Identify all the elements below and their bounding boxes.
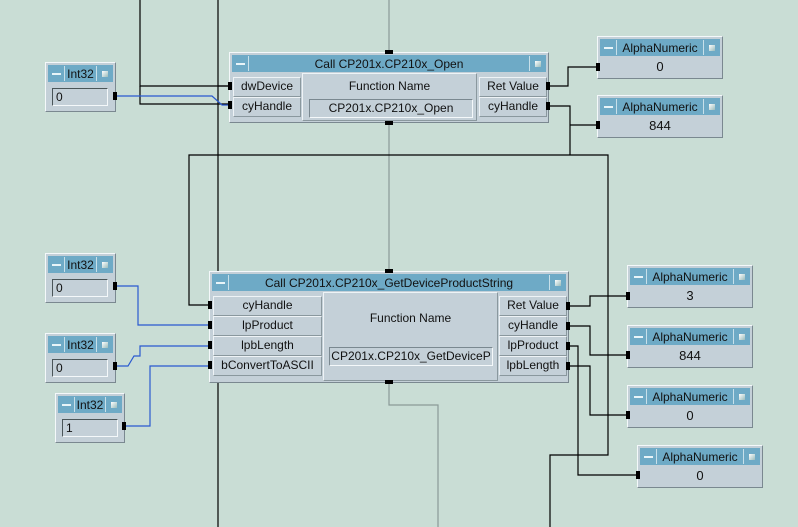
data-terminal[interactable] <box>113 362 117 370</box>
maximize-icon[interactable] <box>733 329 750 344</box>
data-terminal[interactable] <box>566 302 570 310</box>
alphanumeric-display-2[interactable]: AlphaNumeric 844 <box>597 95 723 138</box>
minimize-icon[interactable] <box>640 449 657 464</box>
maximize-icon[interactable] <box>529 56 546 71</box>
maximize-icon[interactable] <box>549 275 566 290</box>
data-terminal[interactable] <box>546 102 550 110</box>
function-name-panel: Function Name CP201x.CP210x_GetDeviceP <box>323 292 498 381</box>
data-terminal[interactable] <box>596 121 600 129</box>
maximize-icon[interactable] <box>96 337 113 352</box>
data-terminal[interactable] <box>208 361 212 369</box>
data-terminal[interactable] <box>208 301 212 309</box>
output-pin-cyhandle[interactable]: cyHandle <box>479 97 547 117</box>
function-name-field[interactable]: CP201x.CP210x_Open <box>309 99 473 118</box>
maximize-icon[interactable] <box>733 269 750 284</box>
output-pin-lpproduct[interactable]: lpProduct <box>499 336 567 356</box>
function-name-label: Function Name <box>348 79 431 93</box>
minimize-icon[interactable] <box>48 337 65 352</box>
data-terminal[interactable] <box>566 322 570 330</box>
data-terminal[interactable] <box>566 362 570 370</box>
minimize-icon[interactable] <box>600 99 617 114</box>
data-terminal[interactable] <box>113 92 117 100</box>
sequence-pin[interactable] <box>385 269 393 273</box>
int32-value-field[interactable]: 0 <box>52 359 108 377</box>
int32-value-field[interactable]: 1 <box>62 419 118 437</box>
data-terminal[interactable] <box>113 282 117 290</box>
minimize-icon[interactable] <box>58 397 75 412</box>
minimize-icon[interactable] <box>212 275 229 290</box>
display-value: 3 <box>686 288 694 303</box>
display-value: 844 <box>649 118 671 133</box>
display-value: 0 <box>696 468 704 483</box>
data-terminal[interactable] <box>208 321 212 329</box>
data-terminal[interactable] <box>228 82 232 90</box>
minimize-icon[interactable] <box>48 66 65 81</box>
data-terminal[interactable] <box>546 82 550 90</box>
minimize-icon[interactable] <box>600 40 617 55</box>
data-terminal[interactable] <box>228 101 232 109</box>
minimize-icon[interactable] <box>630 389 647 404</box>
alphanumeric-display-1[interactable]: AlphaNumeric 0 <box>597 36 723 79</box>
output-pin-ret-value[interactable]: Ret Value <box>499 296 567 316</box>
minimize-icon[interactable] <box>48 257 65 272</box>
alphanumeric-display-6[interactable]: AlphaNumeric 0 <box>637 445 763 488</box>
data-terminal[interactable] <box>626 411 630 419</box>
input-pin-bconverttoascii[interactable]: bConvertToASCII <box>213 356 322 376</box>
sequence-pin[interactable] <box>385 121 393 125</box>
minimize-icon[interactable] <box>630 329 647 344</box>
maximize-icon[interactable] <box>105 397 122 412</box>
function-name-label: Function Name <box>369 311 452 325</box>
data-terminal[interactable] <box>626 351 630 359</box>
sequence-pin[interactable] <box>385 380 393 384</box>
maximize-icon[interactable] <box>743 449 760 464</box>
int32-input-2[interactable]: Int32 0 <box>45 253 116 303</box>
call-get-product-string-object[interactable]: Call CP201x.CP210x_GetDeviceProductStrin… <box>209 271 569 383</box>
output-pin-lpblength[interactable]: lpbLength <box>499 356 567 376</box>
output-pin-cyhandle[interactable]: cyHandle <box>499 316 567 336</box>
data-terminal[interactable] <box>566 342 570 350</box>
maximize-icon[interactable] <box>96 257 113 272</box>
display-value: 844 <box>679 348 701 363</box>
sequence-pin[interactable] <box>385 50 393 54</box>
int32-value-field[interactable]: 0 <box>52 279 108 297</box>
minimize-icon[interactable] <box>232 56 249 71</box>
function-name-field[interactable]: CP201x.CP210x_GetDeviceP <box>329 347 493 366</box>
alphanumeric-display-4[interactable]: AlphaNumeric 844 <box>627 325 753 368</box>
maximize-icon[interactable] <box>703 99 720 114</box>
input-pin-lpblength[interactable]: lpbLength <box>213 336 322 356</box>
minimize-icon[interactable] <box>630 269 647 284</box>
data-terminal[interactable] <box>596 63 600 71</box>
data-terminal[interactable] <box>636 471 640 479</box>
int32-input-4[interactable]: Int32 1 <box>55 393 125 443</box>
maximize-icon[interactable] <box>703 40 720 55</box>
display-value: 0 <box>686 408 694 423</box>
int32-input-3[interactable]: Int32 0 <box>45 333 116 383</box>
output-pin-ret-value[interactable]: Ret Value <box>479 77 547 97</box>
alphanumeric-display-5[interactable]: AlphaNumeric 0 <box>627 385 753 428</box>
maximize-icon[interactable] <box>733 389 750 404</box>
display-value: 0 <box>656 59 664 74</box>
call-open-object[interactable]: Call CP201x.CP210x_Open dwDevice cyHandl… <box>229 52 549 123</box>
data-terminal[interactable] <box>208 341 212 349</box>
input-pin-cyhandle[interactable]: cyHandle <box>213 296 322 316</box>
function-name-panel: Function Name CP201x.CP210x_Open <box>302 73 477 121</box>
input-pin-cyhandle[interactable]: cyHandle <box>233 97 301 117</box>
maximize-icon[interactable] <box>96 66 113 81</box>
input-pin-lpproduct[interactable]: lpProduct <box>213 316 322 336</box>
int32-input-1[interactable]: Int32 0 <box>45 62 116 112</box>
data-terminal[interactable] <box>122 422 126 430</box>
data-terminal[interactable] <box>626 292 630 300</box>
int32-value-field[interactable]: 0 <box>52 88 108 106</box>
input-pin-dwdevice[interactable]: dwDevice <box>233 77 301 97</box>
alphanumeric-display-3[interactable]: AlphaNumeric 3 <box>627 265 753 308</box>
